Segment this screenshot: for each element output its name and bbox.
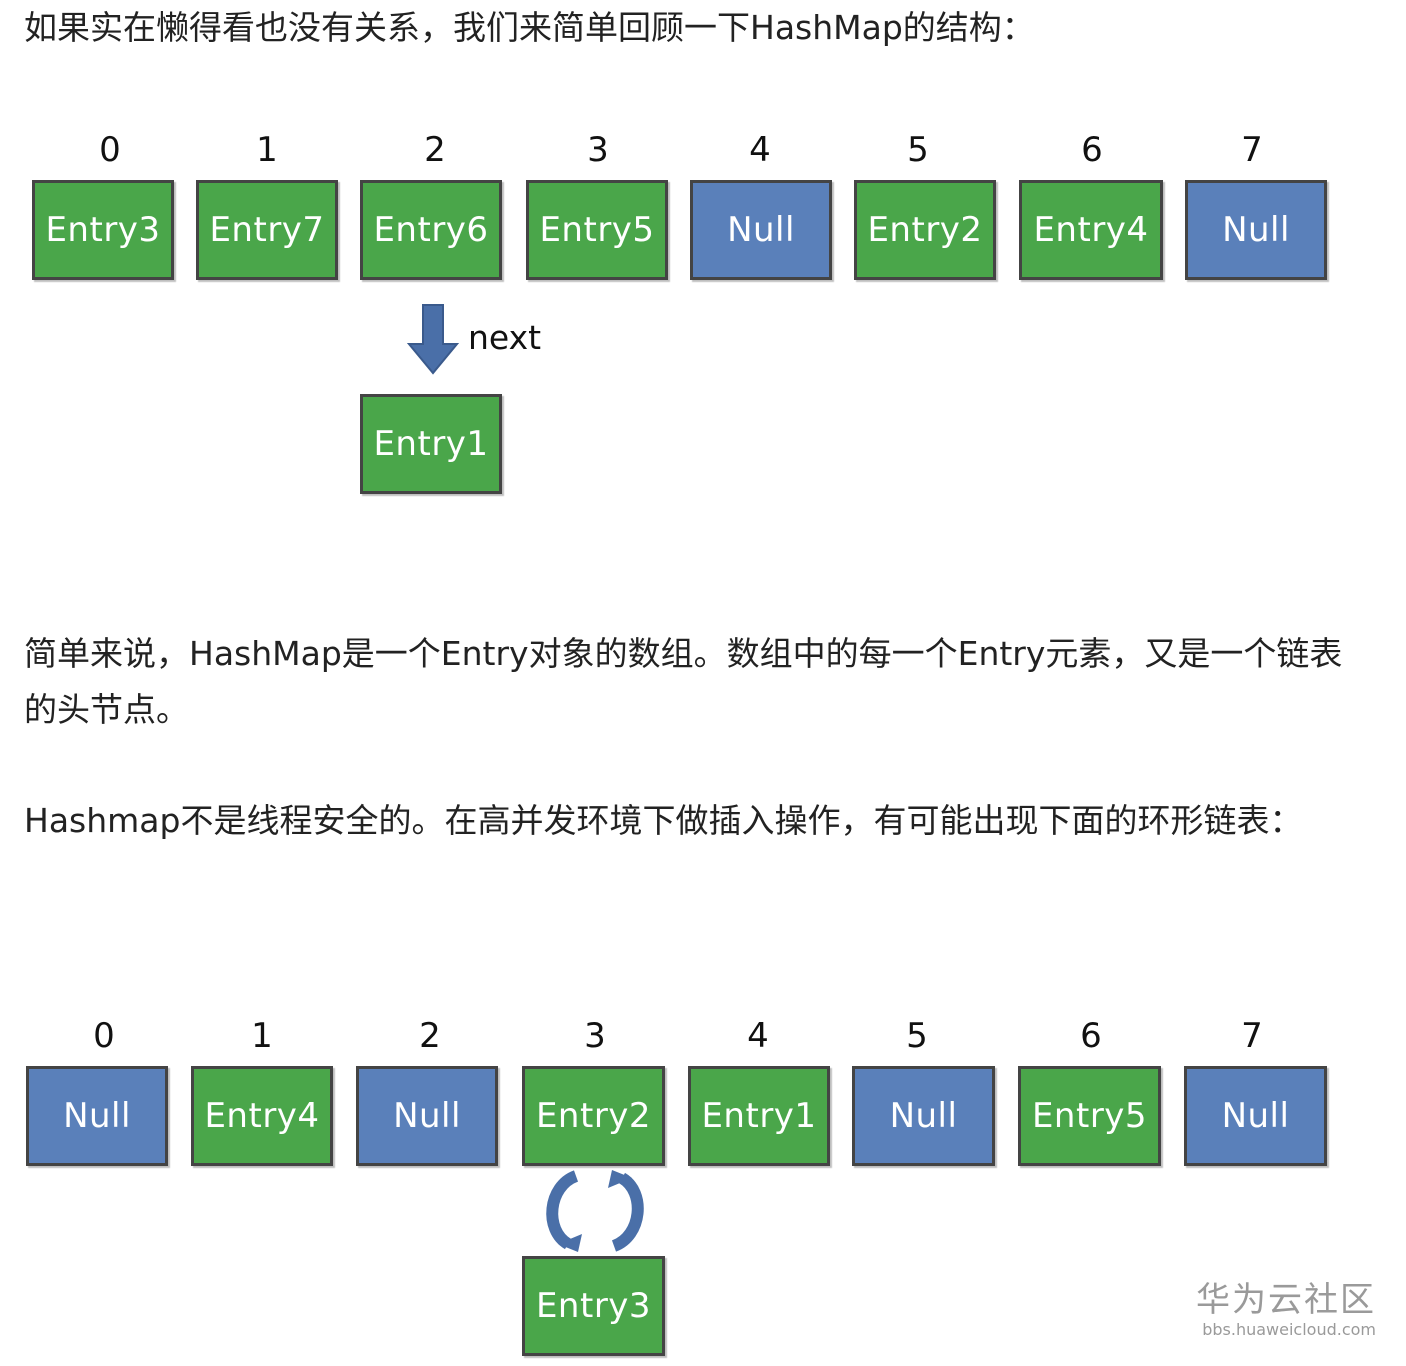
down-arrow-icon <box>406 304 460 375</box>
index-label: 0 <box>99 130 121 170</box>
index-label: 2 <box>419 1016 441 1056</box>
circular-arrows-icon <box>546 1170 644 1252</box>
index-label: 7 <box>1241 1016 1263 1056</box>
next-label: next <box>468 318 542 357</box>
index-label: 1 <box>251 1016 273 1056</box>
chained-entry-cell: Entry1 <box>360 394 502 494</box>
watermark-name: 华为云社区 <box>1196 1280 1376 1320</box>
bucket-cell: Entry1 <box>688 1066 830 1166</box>
watermark-url: bbs.huaweicloud.com <box>1202 1320 1376 1339</box>
bucket-cell: Entry4 <box>1019 180 1163 280</box>
bucket-cell: Null <box>1185 180 1327 280</box>
bucket-cell: Null <box>690 180 832 280</box>
watermark: 华为云社区 bbs.huaweicloud.com <box>1196 1280 1376 1340</box>
bucket-cell: Entry5 <box>526 180 668 280</box>
bucket-cell: Entry2 <box>854 180 996 280</box>
index-label: 2 <box>424 130 446 170</box>
summary-paragraph: 简单来说，HashMap是一个Entry对象的数组。数组中的每一个Entry元素… <box>24 634 1343 729</box>
bucket-cell: Entry3 <box>32 180 174 280</box>
index-label: 3 <box>584 1016 606 1056</box>
bucket-cell: Null <box>852 1066 995 1166</box>
bucket-cell: Entry6 <box>360 180 502 280</box>
index-label: 5 <box>907 130 929 170</box>
warning-paragraph: Hashmap不是线程安全的。在高并发环境下做插入操作，有可能出现下面的环形链表… <box>24 801 1303 840</box>
bucket-cell: Entry4 <box>191 1066 333 1166</box>
bucket-cell: Null <box>26 1066 168 1166</box>
index-label: 0 <box>93 1016 115 1056</box>
index-label: 6 <box>1081 130 1103 170</box>
bucket-cell: Null <box>356 1066 498 1166</box>
bucket-cell: Null <box>1184 1066 1327 1166</box>
index-label: 3 <box>587 130 609 170</box>
index-label: 4 <box>747 1016 769 1056</box>
index-label: 5 <box>906 1016 928 1056</box>
index-label: 4 <box>749 130 771 170</box>
bucket-cell: Entry2 <box>522 1066 665 1166</box>
index-label: 1 <box>256 130 278 170</box>
index-label: 6 <box>1080 1016 1102 1056</box>
intro-paragraph: 如果实在懒得看也没有关系，我们来简单回顾一下HashMap的结构： <box>24 8 1035 47</box>
bucket-cell: Entry5 <box>1018 1066 1161 1166</box>
chained-entry-cell: Entry3 <box>522 1256 665 1356</box>
bucket-cell: Entry7 <box>196 180 338 280</box>
index-label: 7 <box>1241 130 1263 170</box>
